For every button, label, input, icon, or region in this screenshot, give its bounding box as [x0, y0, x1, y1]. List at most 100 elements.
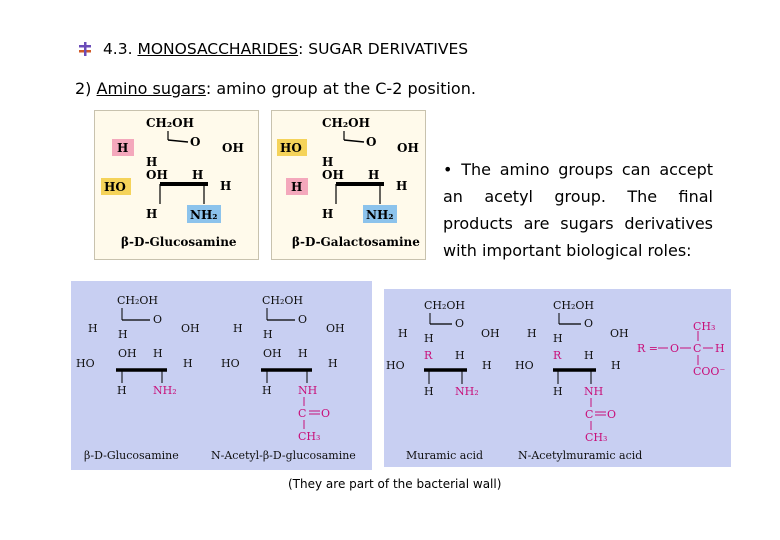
svg-text:OH: OH [181, 322, 200, 335]
svg-text:H: H [611, 359, 621, 372]
svg-text:H: H [263, 328, 273, 341]
svg-text:H: H [398, 327, 408, 340]
svg-text:H: H [220, 179, 231, 193]
svg-text:H: H [322, 155, 333, 169]
glucosamine-acetyl-panel [71, 281, 372, 470]
svg-text:NH₂: NH₂ [153, 384, 177, 397]
svg-text:H: H [584, 349, 594, 362]
muramic-acid-structure: CH₂OH O H OH H R H HO H H NH₂ Muramic ac… [386, 299, 500, 462]
svg-text:H: H [424, 332, 434, 345]
svg-text:R =: R = [637, 342, 658, 355]
svg-text:CH₃: CH₃ [585, 431, 607, 444]
n-acetylmuramic-acid-name: N-Acetylmuramic acid [518, 449, 642, 462]
svg-text:CH₂OH: CH₂OH [322, 116, 370, 130]
svg-text:NH₂: NH₂ [190, 208, 218, 222]
svg-text:CH₂OH: CH₂OH [553, 299, 594, 312]
svg-text:O: O [153, 313, 162, 326]
svg-text:H: H [192, 168, 203, 182]
svg-text:R: R [553, 349, 562, 362]
slide-subtitle: 2) Amino sugars: amino group at the C-2 … [75, 79, 476, 98]
svg-text:CH₃: CH₃ [693, 320, 715, 333]
svg-text:H: H [117, 141, 128, 155]
glucosamine-structure-2: CH₂OH O H OH H OH H HO H H NH₂ β-D-Gluco… [76, 294, 200, 462]
svg-text:O: O [366, 135, 376, 149]
svg-text:CH₃: CH₃ [298, 430, 320, 443]
svg-text:NH₂: NH₂ [366, 208, 394, 222]
svg-text:H: H [291, 180, 302, 194]
svg-text:CH₂OH: CH₂OH [424, 299, 465, 312]
svg-text:OH: OH [322, 168, 344, 182]
svg-text:OH: OH [326, 322, 345, 335]
svg-text:H: H [153, 347, 163, 360]
svg-text:COO⁻: COO⁻ [693, 365, 725, 378]
svg-text:OH: OH [481, 327, 500, 340]
note-text: • The amino groups can accept an acetyl … [443, 160, 713, 260]
slide-title: 4.3. MONOSACCHARIDES: SUGAR DERIVATIVES [78, 40, 468, 58]
svg-text:O: O [321, 407, 330, 420]
svg-text:HO: HO [221, 357, 240, 370]
n-acetylglucosamine-structure: CH₂OH O H OH H OH H HO H H NH C O CH₃ N-… [211, 294, 356, 462]
glucosamine-structure: CH₂OH O OH H H OH H H HO H NH₂ β-D-Gluco… [101, 116, 244, 249]
svg-text:H: H [328, 357, 338, 370]
svg-text:NH₂: NH₂ [455, 385, 479, 398]
svg-text:HO: HO [76, 357, 95, 370]
svg-text:OH: OH [222, 141, 244, 155]
svg-text:O: O [298, 313, 307, 326]
svg-text:NH: NH [298, 384, 317, 397]
title-number: 4.3. [102, 40, 133, 58]
n-acetylglucosamine-name: N-Acetyl-β-D-glucosamine [211, 449, 356, 462]
svg-text:H: H [322, 207, 333, 221]
svg-text:CH₂OH: CH₂OH [146, 116, 194, 130]
title-rest: : SUGAR DERIVATIVES [298, 40, 469, 58]
svg-text:HO: HO [104, 180, 126, 194]
galactosamine-structure: CH₂OH O OH HO H OH H H H H NH₂ β-D-Galac… [277, 116, 420, 249]
svg-text:O: O [455, 317, 464, 330]
svg-text:H: H [424, 385, 434, 398]
svg-text:H: H [233, 322, 243, 335]
svg-text:H: H [117, 384, 127, 397]
svg-text:OH: OH [397, 141, 419, 155]
svg-text:NH: NH [584, 385, 603, 398]
svg-text:OH: OH [263, 347, 282, 360]
caption-text: (They are part of the bacterial wall) [288, 477, 502, 491]
svg-text:H: H [262, 384, 272, 397]
svg-text:O: O [607, 408, 616, 421]
svg-text:H: H [118, 328, 128, 341]
svg-text:O: O [190, 135, 200, 149]
svg-text:H: H [455, 349, 465, 362]
svg-text:OH: OH [146, 168, 168, 182]
svg-text:OH: OH [118, 347, 137, 360]
svg-text:OH: OH [610, 327, 629, 340]
svg-text:H: H [553, 385, 563, 398]
svg-text:C: C [693, 342, 701, 355]
svg-text:HO: HO [280, 141, 302, 155]
svg-text:HO: HO [515, 359, 534, 372]
svg-text:H: H [396, 179, 407, 193]
svg-text:O: O [670, 342, 679, 355]
svg-text:H: H [715, 342, 725, 355]
svg-text:O: O [584, 317, 593, 330]
svg-text:H: H [88, 322, 98, 335]
svg-text:H: H [482, 359, 492, 372]
svg-text:H: H [298, 347, 308, 360]
muramic-acid-name: Muramic acid [406, 449, 483, 462]
svg-text:H: H [553, 332, 563, 345]
r-group-definition: R = O C H CH₃ COO⁻ [637, 320, 725, 378]
glucosamine-name-2: β-D-Glucosamine [84, 449, 179, 462]
svg-text:H: H [368, 168, 379, 182]
svg-text:H: H [527, 327, 537, 340]
svg-text:CH₂OH: CH₂OH [262, 294, 303, 307]
svg-text:C: C [585, 408, 593, 421]
svg-text:H: H [146, 155, 157, 169]
svg-text:H: H [183, 357, 193, 370]
svg-text:R: R [424, 349, 433, 362]
svg-text:C: C [298, 407, 306, 420]
galactosamine-name: β-D-Galactosamine [292, 235, 420, 249]
n-acetylmuramic-acid-structure: CH₂OH O H OH H R H HO H H NH C O CH₃ N-A… [515, 299, 642, 462]
bullet-icon [79, 42, 91, 56]
glucosamine-name: β-D-Glucosamine [121, 235, 237, 249]
svg-text:HO: HO [386, 359, 405, 372]
svg-text:CH₂OH: CH₂OH [117, 294, 158, 307]
